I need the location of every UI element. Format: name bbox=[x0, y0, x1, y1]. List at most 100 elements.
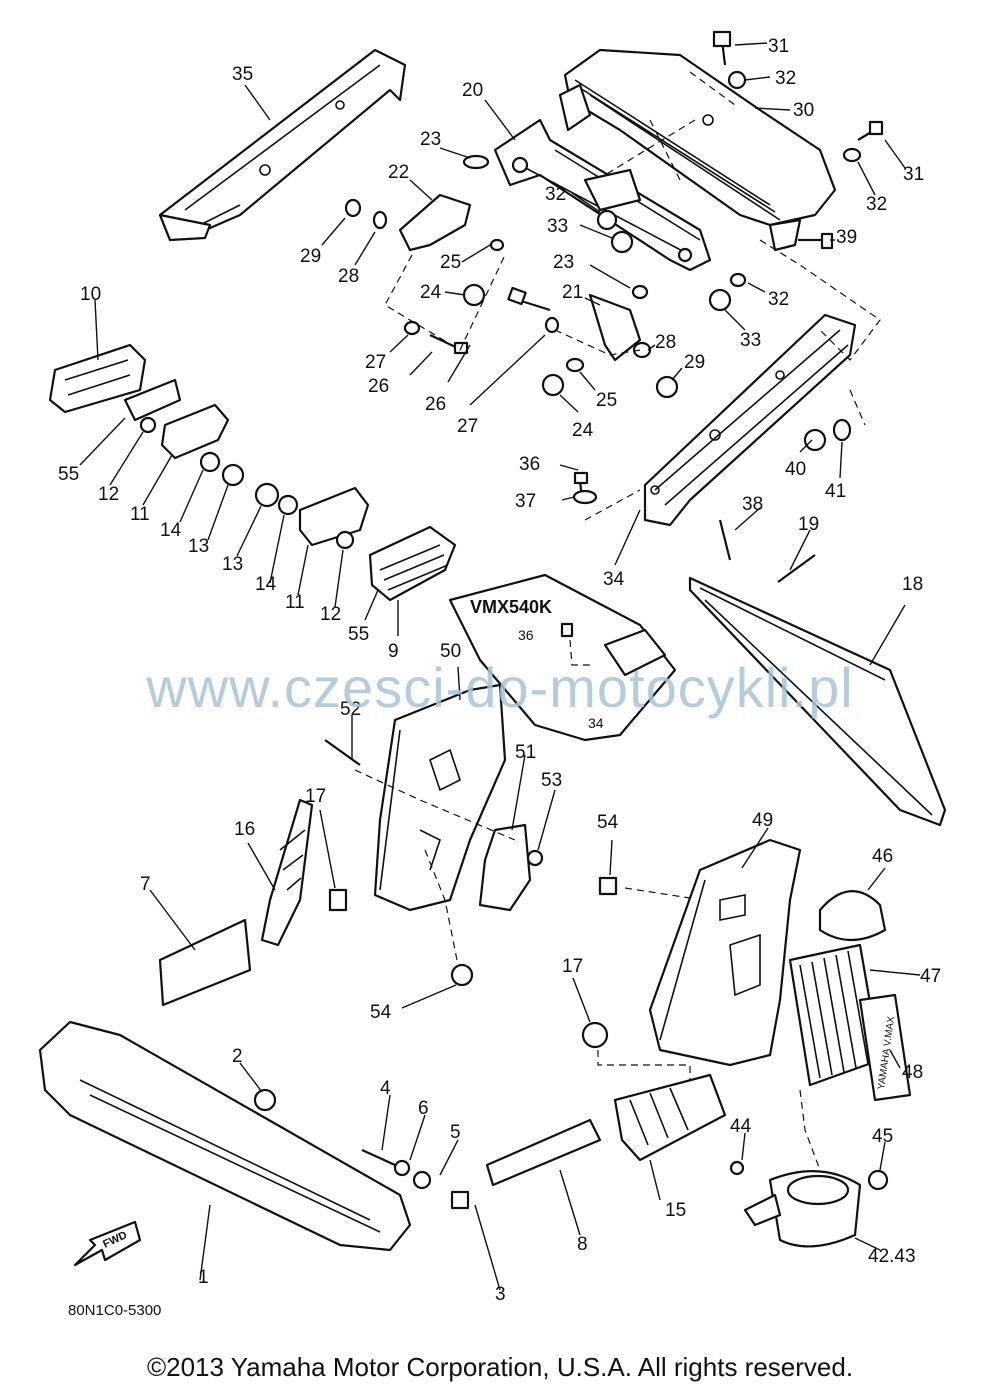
callout-c19: 19 bbox=[798, 514, 819, 535]
callout-c27a: 27 bbox=[365, 352, 386, 373]
callout-c15: 15 bbox=[665, 1200, 686, 1221]
leader-lines bbox=[79, 42, 921, 1291]
callout-c17a: 17 bbox=[305, 786, 326, 807]
callout-c47: 47 bbox=[920, 966, 941, 987]
callout-c12b: 12 bbox=[320, 604, 341, 625]
callout-c49: 49 bbox=[752, 810, 773, 831]
callout-c20: 20 bbox=[462, 80, 483, 101]
part-11-bracket-left bbox=[160, 403, 230, 460]
callout-c28b: 28 bbox=[655, 332, 676, 353]
callout-c14a: 14 bbox=[160, 520, 182, 541]
part-shapes: YAMAHA V.MAX FWD VMX540K 36 34 bbox=[38, 30, 947, 1267]
part-12-left bbox=[139, 416, 157, 434]
callout-c31b: 31 bbox=[903, 164, 924, 185]
inset-title: VMX540K bbox=[470, 597, 552, 617]
callout-c7: 7 bbox=[140, 874, 151, 895]
callout-c54b: 54 bbox=[597, 812, 619, 833]
callout-c51: 51 bbox=[515, 742, 536, 763]
callout-c46: 46 bbox=[872, 846, 893, 867]
part-35-rail-cover bbox=[158, 48, 407, 242]
part-13-nut-right bbox=[254, 482, 280, 508]
part-15-duct bbox=[613, 1073, 727, 1162]
callout-c33b: 33 bbox=[740, 330, 761, 351]
callout-c3: 3 bbox=[495, 1284, 506, 1305]
callout-c32b: 32 bbox=[866, 194, 887, 215]
callout-c35: 35 bbox=[232, 64, 253, 85]
inset-callout-36: 36 bbox=[518, 627, 534, 643]
part-12-right bbox=[335, 530, 355, 550]
callout-c41: 41 bbox=[825, 481, 846, 502]
part-34-rail-cover bbox=[643, 313, 857, 527]
part-14-washer-left bbox=[199, 451, 221, 473]
callout-c23b: 23 bbox=[553, 252, 574, 273]
callout-c52: 52 bbox=[340, 699, 361, 720]
callout-c37: 37 bbox=[515, 491, 536, 512]
part-18-side-panel bbox=[688, 576, 947, 827]
callout-c22: 22 bbox=[388, 162, 409, 183]
inset-vmx540k: VMX540K 36 34 bbox=[448, 573, 677, 742]
part-17-grommet-left bbox=[328, 888, 348, 912]
part-51-bracket bbox=[478, 823, 532, 912]
watermark: www.czesci-do-motocykli.pl bbox=[146, 656, 854, 719]
part-50-side-cover bbox=[373, 683, 507, 912]
part-14-washer-right bbox=[277, 494, 299, 516]
callout-c11a: 11 bbox=[130, 504, 150, 525]
part-9-rear-reflector-lamp bbox=[368, 525, 457, 602]
part-21-bracket bbox=[588, 293, 642, 362]
part-22-bracket bbox=[398, 193, 472, 252]
callout-c40: 40 bbox=[785, 459, 806, 480]
callout-c18: 18 bbox=[902, 574, 923, 595]
callout-c10: 10 bbox=[80, 284, 101, 305]
part-48-decal bbox=[858, 993, 912, 1102]
callout-c28a: 28 bbox=[338, 266, 359, 287]
part-46-cap bbox=[818, 890, 887, 941]
callout-c30: 30 bbox=[793, 100, 814, 121]
callout-c32c: 32 bbox=[545, 184, 566, 205]
callout-c25a: 25 bbox=[440, 252, 461, 273]
drawing-code: 80N1C0-5300 bbox=[68, 1302, 161, 1319]
callout-c12a: 12 bbox=[98, 484, 119, 505]
callout-c29b: 29 bbox=[684, 352, 705, 373]
callout-c16: 16 bbox=[234, 819, 255, 840]
callout-c54a: 54 bbox=[370, 1002, 392, 1023]
callout-c45: 45 bbox=[872, 1126, 893, 1147]
callout-c34: 34 bbox=[603, 569, 625, 590]
fwd-arrow: FWD bbox=[73, 1220, 142, 1267]
callout-c26a: 26 bbox=[368, 376, 389, 397]
callout-c4: 4 bbox=[380, 1078, 391, 1099]
callout-c23a: 23 bbox=[420, 129, 441, 150]
callout-c6: 6 bbox=[418, 1098, 429, 1119]
part-8-decal-right bbox=[485, 1118, 602, 1187]
callout-c5: 5 bbox=[450, 1122, 461, 1143]
part-3-grommet bbox=[450, 1190, 470, 1210]
callout-c27b: 27 bbox=[457, 416, 478, 437]
callout-c14b: 14 bbox=[255, 574, 277, 595]
part-55-lens-left bbox=[123, 378, 182, 422]
callout-c29a: 29 bbox=[300, 246, 321, 267]
part-7-decal-left bbox=[158, 918, 252, 1007]
callout-c44: 44 bbox=[730, 1116, 752, 1137]
callout-c17b: 17 bbox=[562, 956, 583, 977]
callout-c32a: 32 bbox=[775, 68, 796, 89]
part-17-grommet-right bbox=[581, 1021, 609, 1049]
inset-callout-34: 34 bbox=[588, 715, 604, 731]
callout-c26b: 26 bbox=[425, 394, 446, 415]
callout-c4243: 42.43 bbox=[868, 1246, 916, 1267]
callout-c31a: 31 bbox=[768, 36, 789, 57]
callout-c24a: 24 bbox=[420, 282, 442, 303]
callout-c53: 53 bbox=[541, 770, 562, 791]
callout-c32d: 32 bbox=[768, 289, 789, 310]
callout-c55b: 55 bbox=[348, 624, 369, 645]
callout-c36: 36 bbox=[519, 454, 540, 475]
callout-c38: 38 bbox=[742, 494, 763, 515]
callout-c8: 8 bbox=[577, 1234, 588, 1255]
part-30-rear-cover bbox=[563, 48, 837, 227]
callout-c13b: 13 bbox=[222, 554, 243, 575]
callout-c13a: 13 bbox=[188, 536, 209, 557]
copyright-notice: ©2013 Yamaha Motor Corporation, U.S.A. A… bbox=[146, 1352, 854, 1382]
callout-c25b: 25 bbox=[596, 390, 617, 411]
callout-c1: 1 bbox=[198, 1267, 209, 1288]
part-13-nut-left bbox=[221, 463, 245, 487]
